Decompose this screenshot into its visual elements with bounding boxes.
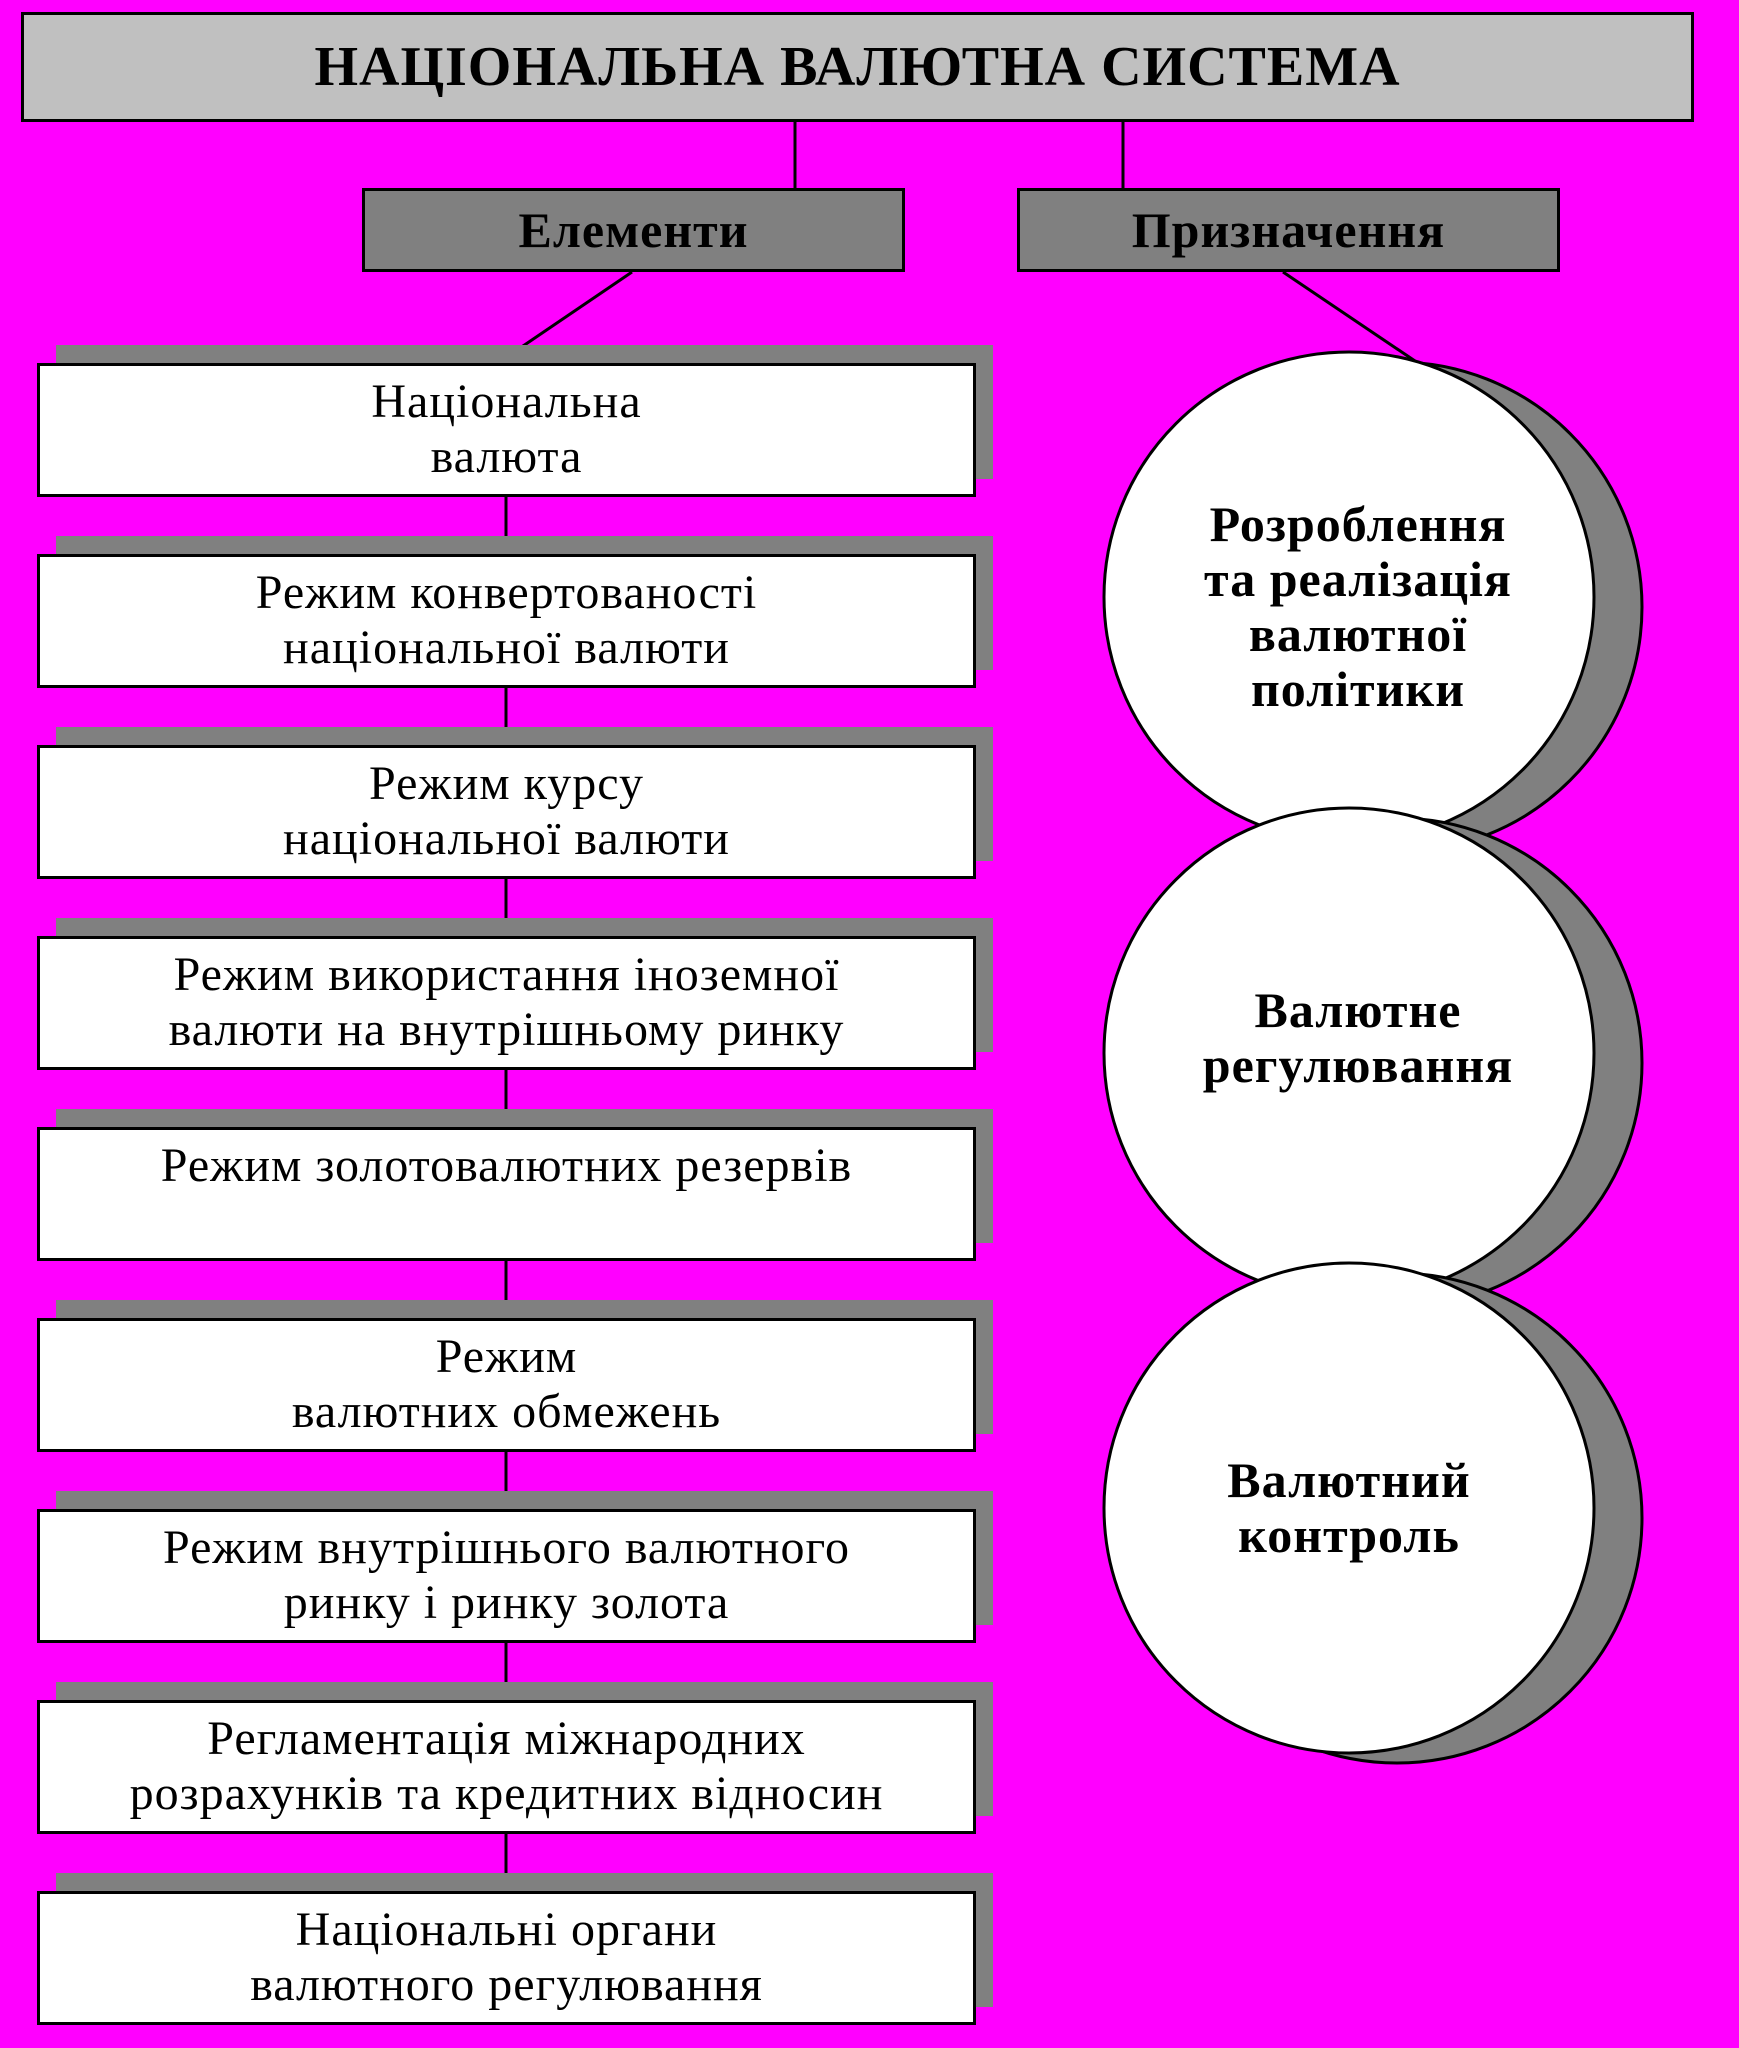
purpose-label-control: Валютний контроль bbox=[1227, 1452, 1471, 1563]
diagram-title: НАЦІОНАЛЬНА ВАЛЮТНА СИСТЕМА bbox=[21, 12, 1694, 122]
element-box-restrictions: Режим валютних обмежень bbox=[37, 1318, 976, 1452]
element-box-convertibility: Режим конвертованості національної валют… bbox=[37, 554, 976, 688]
purpose-disc-policy bbox=[1102, 350, 1644, 854]
purpose-header-connector bbox=[1282, 270, 1419, 365]
elements-header: Елементи bbox=[362, 188, 905, 272]
element-box-regulatory-bodies: Національні органи валютного регулювання bbox=[37, 1891, 976, 2025]
element-box-foreign-currency-use: Режим використання іноземної валюти на в… bbox=[37, 936, 976, 1070]
purpose-header: Призначення bbox=[1017, 188, 1560, 272]
element-box-reserves: Режим золотовалютних резервів bbox=[37, 1127, 976, 1261]
purpose-label-policy: Розроблення та реалізація валютної політ… bbox=[1204, 496, 1512, 717]
element-box-national-currency: Національна валюта bbox=[37, 363, 976, 497]
element-box-international-settlements: Регламентація міжнародних розрахунків та… bbox=[37, 1700, 976, 1834]
purpose-disc bbox=[1102, 1261, 1596, 1755]
element-box-exchange-rate: Режим курсу національної валюти bbox=[37, 745, 976, 879]
element-box-domestic-market: Режим внутрішнього валютного ринку і рин… bbox=[37, 1509, 976, 1643]
purpose-label-regulation: Валютне регулювання bbox=[1202, 982, 1514, 1093]
purpose-disc-control bbox=[1102, 1261, 1644, 1765]
